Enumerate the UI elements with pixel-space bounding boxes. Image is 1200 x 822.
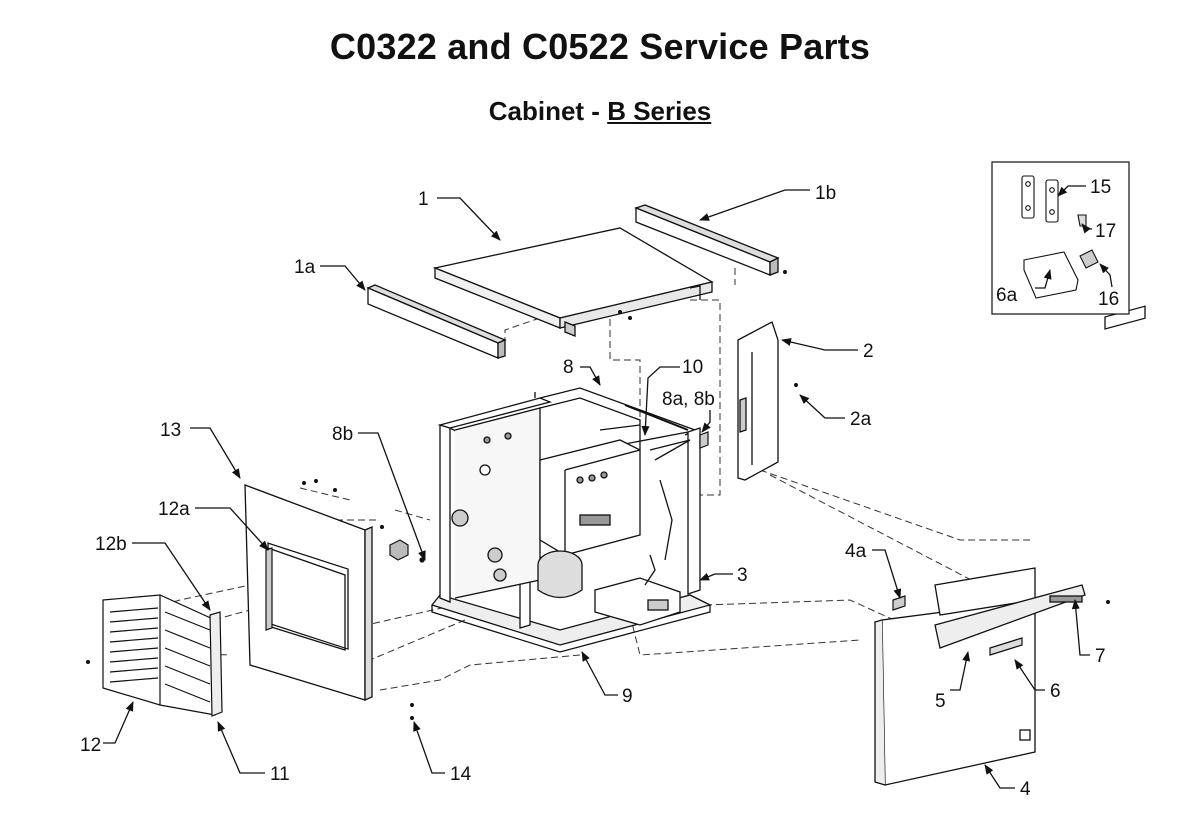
callout-13: 13 <box>160 420 181 441</box>
callout-14: 14 <box>450 764 472 785</box>
callout-4: 4 <box>1020 779 1031 800</box>
subtitle-series: B Series <box>607 96 712 126</box>
top-panel <box>432 227 714 337</box>
callout-12b: 12b <box>95 534 127 555</box>
callout-10: 10 <box>682 357 703 378</box>
callout-5: 5 <box>935 691 946 712</box>
hinge-4a <box>892 595 906 611</box>
callout-1a: 1a <box>294 257 316 278</box>
rear-trim-1b <box>634 204 780 276</box>
frame-strip-12a <box>265 547 273 631</box>
callout-2a: 2a <box>850 409 872 430</box>
leader-lines <box>103 185 1113 789</box>
cabinet-frame <box>430 387 712 653</box>
left-panel-13 <box>244 484 373 701</box>
callout-16: 16 <box>1098 289 1119 310</box>
handle-6 <box>989 637 1023 656</box>
callout-3: 3 <box>737 565 748 586</box>
callout-17: 17 <box>1095 221 1116 242</box>
callout-1b: 1b <box>815 183 836 204</box>
callout-9: 9 <box>622 686 633 707</box>
callout-12a: 12a <box>158 499 190 520</box>
callout-8: 8 <box>563 357 574 378</box>
callout-8b: 8b <box>332 424 353 445</box>
subtitle-prefix: Cabinet - <box>488 96 608 126</box>
filter-11 <box>209 611 223 717</box>
callout-labels: 1 1a 1b 2 2a 3 4 4a 5 6 6a 7 8 8a, 8b 8b… <box>80 177 1119 800</box>
page-title: C0322 and C0522 Service Parts <box>329 26 871 67</box>
callout-12: 12 <box>80 735 101 756</box>
door-trim-7 <box>934 305 1146 649</box>
callout-6: 6 <box>1050 681 1061 702</box>
callout-8a-8b: 8a, 8b <box>662 389 715 410</box>
inset-box <box>991 161 1130 315</box>
bracket-8a-8b <box>699 431 709 449</box>
louver-grille-12 <box>102 594 216 716</box>
screws <box>86 270 1110 720</box>
callout-2: 2 <box>863 341 874 362</box>
callout-1: 1 <box>418 189 429 210</box>
front-trim-1a <box>366 284 507 359</box>
callout-6a: 6a <box>996 285 1018 306</box>
callout-7: 7 <box>1095 646 1106 667</box>
callout-11: 11 <box>270 764 290 785</box>
side-panel-2 <box>737 321 779 481</box>
callout-15: 15 <box>1090 177 1111 198</box>
page-subtitle: Cabinet - B Series <box>0 96 1200 127</box>
callout-4a: 4a <box>845 541 867 562</box>
